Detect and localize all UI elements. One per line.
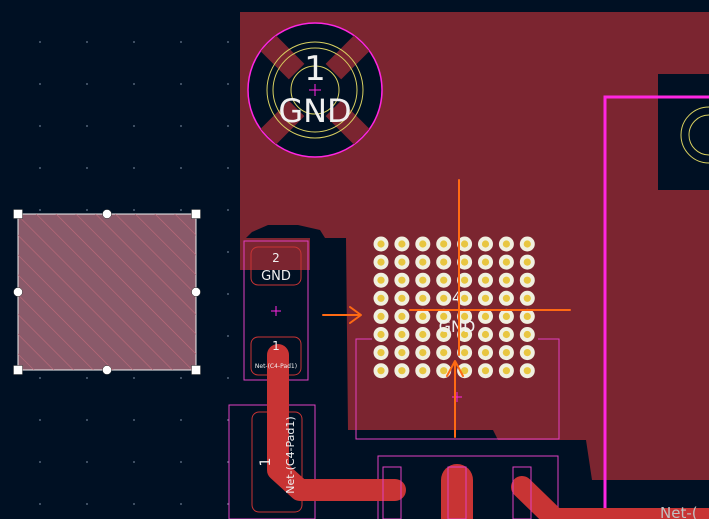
resize-handle[interactable] [191,365,201,375]
via-grid[interactable] [373,236,535,379]
capacitor-pad-2[interactable]: 2 GND [250,246,302,286]
selected-footprint[interactable] [13,209,201,375]
mounting-hole-number: 1 [304,49,326,89]
track-bottom-right [511,476,709,519]
cap-pad1-number: 1 [272,339,280,353]
capacitor-center [271,306,281,316]
right-mounting-partial [680,106,709,164]
resize-handle[interactable] [102,209,112,219]
resize-handle[interactable] [102,365,112,375]
smd-pad-a[interactable] [382,466,402,519]
capacitor-pad-1[interactable]: 1 Net-(C4-Pad1) [250,336,302,376]
smd-pad-b[interactable] [447,466,467,519]
mounting-hole-net: GND [278,92,351,130]
resize-handle[interactable] [13,209,23,219]
resize-handle[interactable] [13,365,23,375]
lower-pad[interactable]: 1 Net-(C4-Pad1) [251,411,303,513]
annotation-arrow-right [322,306,362,324]
resize-handle[interactable] [191,209,201,219]
thermal-pad-net: GND [439,317,476,336]
mounting-hole[interactable]: 1 GND [247,22,383,158]
thermal-pad-number: 4 [452,288,462,307]
thermal-pad[interactable]: 4 GND [372,234,538,402]
resize-handle[interactable] [13,287,23,297]
smd-pad-c[interactable] [512,466,532,519]
lower-pad-net: Net-(C4-Pad1) [284,416,297,493]
net-edge-label: Net-( [660,504,698,519]
lower-pad-number: 1 [258,458,274,467]
annotations [322,179,571,438]
cap-pad1-net: Net-(C4-Pad1) [255,363,297,370]
resize-handle[interactable] [191,287,201,297]
annotation-arrow-up [446,360,464,438]
cap-pad2-net: GND [261,269,291,284]
cap-pad-bridge [240,238,310,270]
cap-pad2-number: 2 [272,251,280,265]
